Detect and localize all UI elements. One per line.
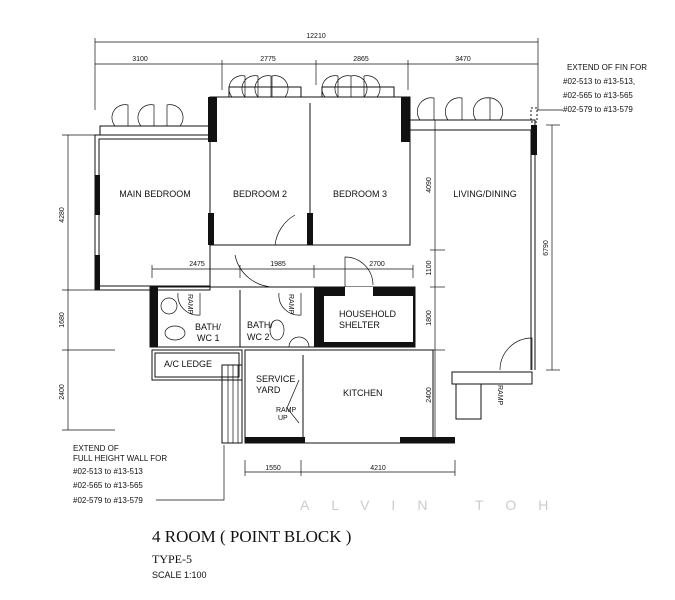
dim-overall: 12210 [306,33,326,40]
dim-bottom-2: 4210 [370,465,386,472]
top-dimensions: 12210 3100 2775 2865 3470 [94,33,539,110]
dim-top-1: 3100 [132,56,148,63]
label-bath-wc1-line2: WC 1 [197,333,220,343]
wall-note-line3: #02-513 to #13-513 [73,467,143,476]
label-ac-ledge: A/C LEDGE [164,359,212,369]
toilet-icon [164,325,186,341]
label-ramp-wc1: RAMP [186,294,193,315]
label-shelter-line1: HOUSEHOLD [339,309,397,319]
plan-title: 4 ROOM ( POINT BLOCK ) [152,527,351,546]
walls [94,75,538,444]
fixtures [160,292,310,348]
dim-top-4: 3470 [455,56,471,63]
dim-top-3: 2865 [353,56,369,63]
label-ramp-line1: RAMP [276,407,297,414]
dim-top-2: 2775 [260,56,276,63]
right-dimensions: 4090 1100 1800 2400 6790 [426,120,560,440]
wall-note-line5: #02-579 to #13-579 [73,496,143,505]
watermark: ALVIN TOH [300,497,570,513]
dim-left-3: 2400 [59,384,66,400]
dim-right-1: 4090 [426,177,433,193]
room-labels: MAIN BEDROOM BEDROOM 2 BEDROOM 3 LIVING/… [119,189,517,422]
left-dimensions: 4280 1680 2400 [59,134,115,431]
fin-note-line1: EXTEND OF FIN FOR [567,63,647,72]
bottom-dimensions: 1550 4210 [244,460,456,476]
dim-mid-3: 2700 [369,261,385,268]
label-bath-wc1-line1: BATH/ [195,322,221,332]
basin-icon [288,336,310,348]
fin-note-line4: #02-579 to #13-579 [563,105,633,114]
dim-left-2: 1680 [59,312,66,328]
basin-icon [160,297,178,315]
dim-right-2: 1100 [426,260,433,275]
toilet-icon [269,319,285,341]
dim-right-4: 2400 [426,387,433,403]
label-ramp-wc2: RAMP [287,294,294,315]
wall-note-line2: FULL HEIGHT WALL FOR [73,454,167,463]
dim-bottom-1: 1550 [265,465,281,472]
label-kitchen: KITCHEN [343,388,383,398]
label-living-dining: LIVING/DINING [453,189,517,199]
label-ramp-line2: UP [278,415,288,422]
fin-note-line3: #02-565 to #13-565 [563,91,633,100]
plan-scale: SCALE 1:100 [152,570,207,580]
fin-note-line2: #02-513 to #13-513, [563,77,635,86]
middle-dimensions: 2475 1985 2700 [151,261,414,278]
dim-right-3: 1800 [426,310,433,326]
label-bedroom-3: BEDROOM 3 [333,189,387,199]
wall-note-line4: #02-565 to #13-565 [73,481,143,490]
label-bath-wc2-line1: BATH/ [247,320,273,330]
wall-note: EXTEND OF FULL HEIGHT WALL FOR #02-513 t… [73,444,225,505]
fin-note: EXTEND OF FIN FOR #02-513 to #13-513, #0… [537,63,647,114]
label-ramp-living: RAMP [496,385,503,406]
label-shelter-line2: SHELTER [339,320,380,330]
plan-type: TYPE-5 [152,552,192,566]
dim-mid-2: 1985 [270,261,286,268]
label-service-yard-line2: YARD [256,385,281,395]
label-bath-wc2-line2: WC 2 [247,332,270,342]
label-service-yard-line1: SERVICE [256,374,295,384]
dim-mid-1: 2475 [189,261,205,268]
label-main-bedroom: MAIN BEDROOM [119,189,191,199]
wall-note-line1: EXTEND OF [73,444,119,453]
dim-left-1: 4280 [59,207,66,223]
label-bedroom-2: BEDROOM 2 [233,189,287,199]
dim-right-overall: 6790 [543,240,550,256]
